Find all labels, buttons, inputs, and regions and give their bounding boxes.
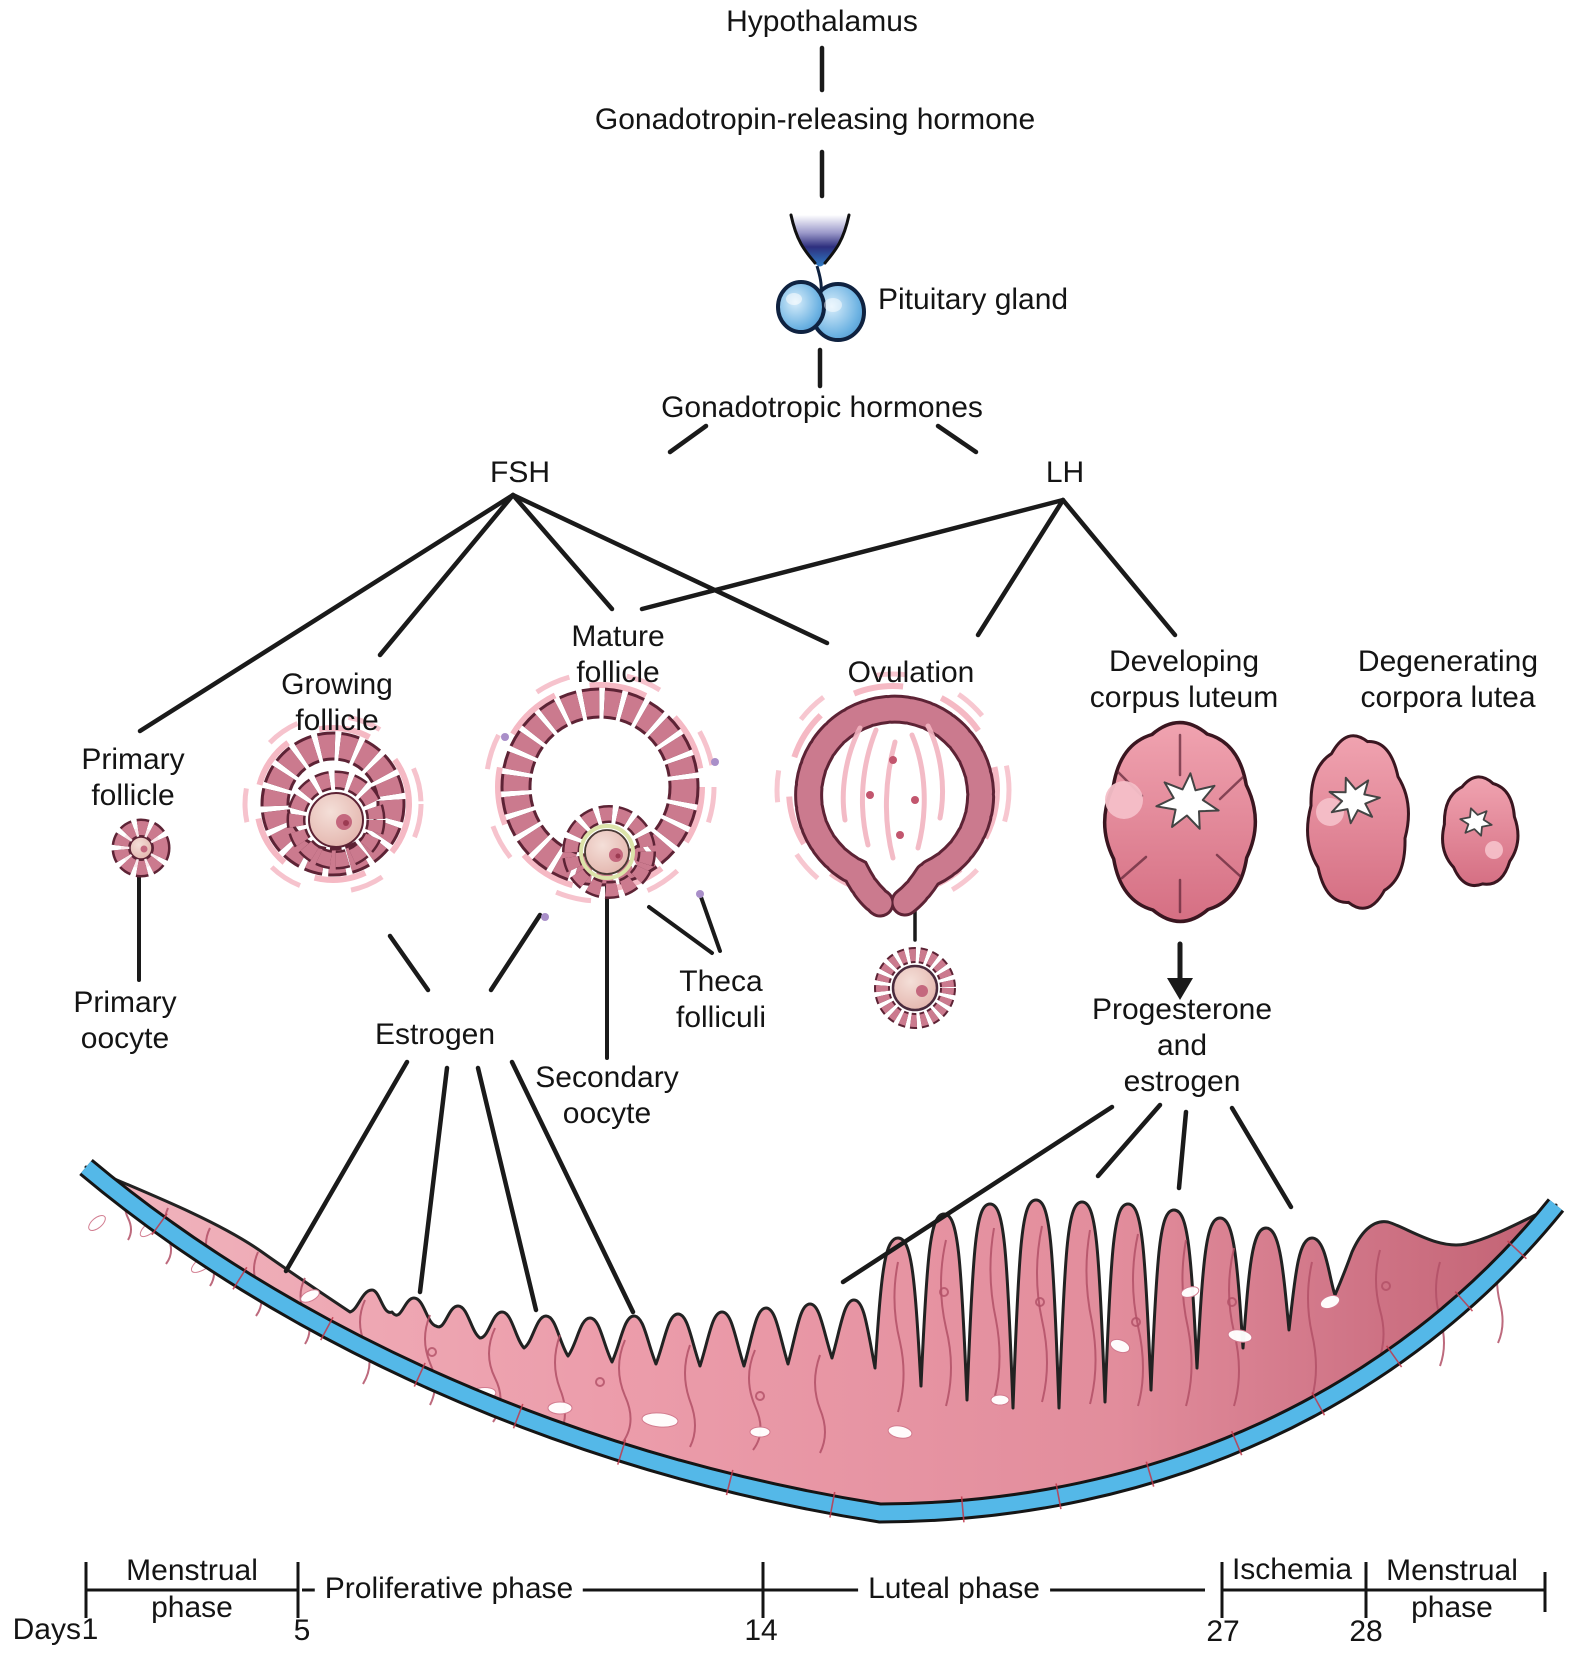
gonadotropic-hormones-label: Gonadotropic hormones [661, 391, 983, 424]
phase-proliferative: Proliferative phase [314, 1571, 584, 1607]
mature-to-estrogen [488, 912, 543, 993]
growing-follicle-illustration [242, 713, 424, 895]
phase-luteal: Luteal phase [858, 1571, 1050, 1607]
progesterone-fan-2 [1095, 1102, 1163, 1179]
secondary-oocyte-label: Secondary oocyte [535, 1061, 679, 1130]
progesterone-fan-4 [1229, 1105, 1294, 1210]
estrogen-fan-2 [417, 1065, 450, 1295]
basal-band [81, 1161, 1562, 1521]
stage-mature-follicle-label: Mature follicle [571, 620, 665, 689]
progesterone-fan-1 [840, 1104, 1115, 1285]
day-number-27: 27 [1206, 1615, 1240, 1648]
day-number-28: 28 [1349, 1615, 1383, 1648]
stage-degenerating-corpora-lutea-label: Degenerating corpora lutea [1357, 645, 1539, 714]
degenerating-corpora-lutea-illustration [1306, 734, 1520, 910]
pituitary-anterior-lobe [776, 280, 826, 334]
stage-primary-follicle-label: Primary follicle [81, 743, 185, 812]
stage-developing-corpus-luteum-label: Developing corpus luteum [1089, 645, 1279, 714]
progesterone-estrogen-label: Progesterone and estrogen [1091, 993, 1273, 1098]
infundibulum [791, 215, 849, 267]
fsh-to-ovulation [510, 492, 830, 646]
estrogen-fan-4 [509, 1059, 636, 1315]
corpus-luteum-arrow-head [1167, 978, 1193, 1000]
stage-growing-follicle-label: Growing follicle [281, 668, 393, 737]
theca-pointer-1 [647, 905, 714, 955]
estrogen-fan-3 [475, 1065, 539, 1313]
phase-menstrual-right: Menstrual phase [1386, 1554, 1518, 1624]
fsh-to-primary [137, 492, 516, 734]
hypothalamus-label: Hypothalamus [726, 5, 918, 38]
primary-oocyte-label: Primary oocyte [73, 986, 177, 1055]
flow-connectors [137, 45, 1294, 1315]
theca-pointer-2 [699, 895, 722, 953]
lh-to-corpus-luteum [1060, 497, 1178, 638]
pituitary-gland-label: Pituitary gland [878, 283, 1069, 316]
follicular-fluid [840, 723, 946, 861]
basal-band-ticks [151, 1213, 1527, 1523]
gnrh-label: Gonadotropin-releasing hormone [594, 103, 1036, 136]
theca-folliculi-label: Theca folliculi [675, 965, 767, 1034]
phase-ischemia: Ischemia [1231, 1553, 1353, 1586]
day-number-14: 14 [744, 1614, 778, 1647]
stage-ovulation-label: Ovulation [847, 656, 975, 689]
vessel-loops [427, 1281, 1391, 1401]
stroma-dots [501, 733, 719, 921]
branch-to-fsh [667, 423, 709, 455]
phase-menstrual-left: Menstrual phase [126, 1554, 258, 1624]
fsh-label: FSH [490, 456, 550, 489]
day-number-5: 5 [293, 1614, 311, 1647]
days-label: Days [12, 1613, 81, 1646]
estrogen-fan-1 [283, 1059, 410, 1274]
branch-to-lh [935, 423, 979, 455]
primary-follicle-illustration [111, 818, 171, 878]
day-number-1: 1 [81, 1613, 99, 1646]
mature-follicle-illustration [483, 670, 719, 921]
growing-to-estrogen [387, 933, 431, 993]
progesterone-fan-3 [1176, 1109, 1189, 1191]
fsh-to-growing [377, 492, 516, 658]
developing-corpus-luteum-illustration [1102, 720, 1258, 924]
fsh-to-mature [510, 492, 615, 612]
endometrium-illustration [79, 1158, 1565, 1524]
lh-to-ovulation [975, 497, 1066, 638]
estrogen-label: Estrogen [374, 1018, 496, 1051]
pituitary-gland-illustration [776, 213, 866, 342]
ovulation-illustration [774, 671, 1012, 1029]
lh-to-mature [639, 497, 1066, 612]
lh-label: LH [1045, 456, 1085, 489]
endometrium-body [84, 1165, 1558, 1515]
expelled-oocyte [874, 947, 956, 1029]
